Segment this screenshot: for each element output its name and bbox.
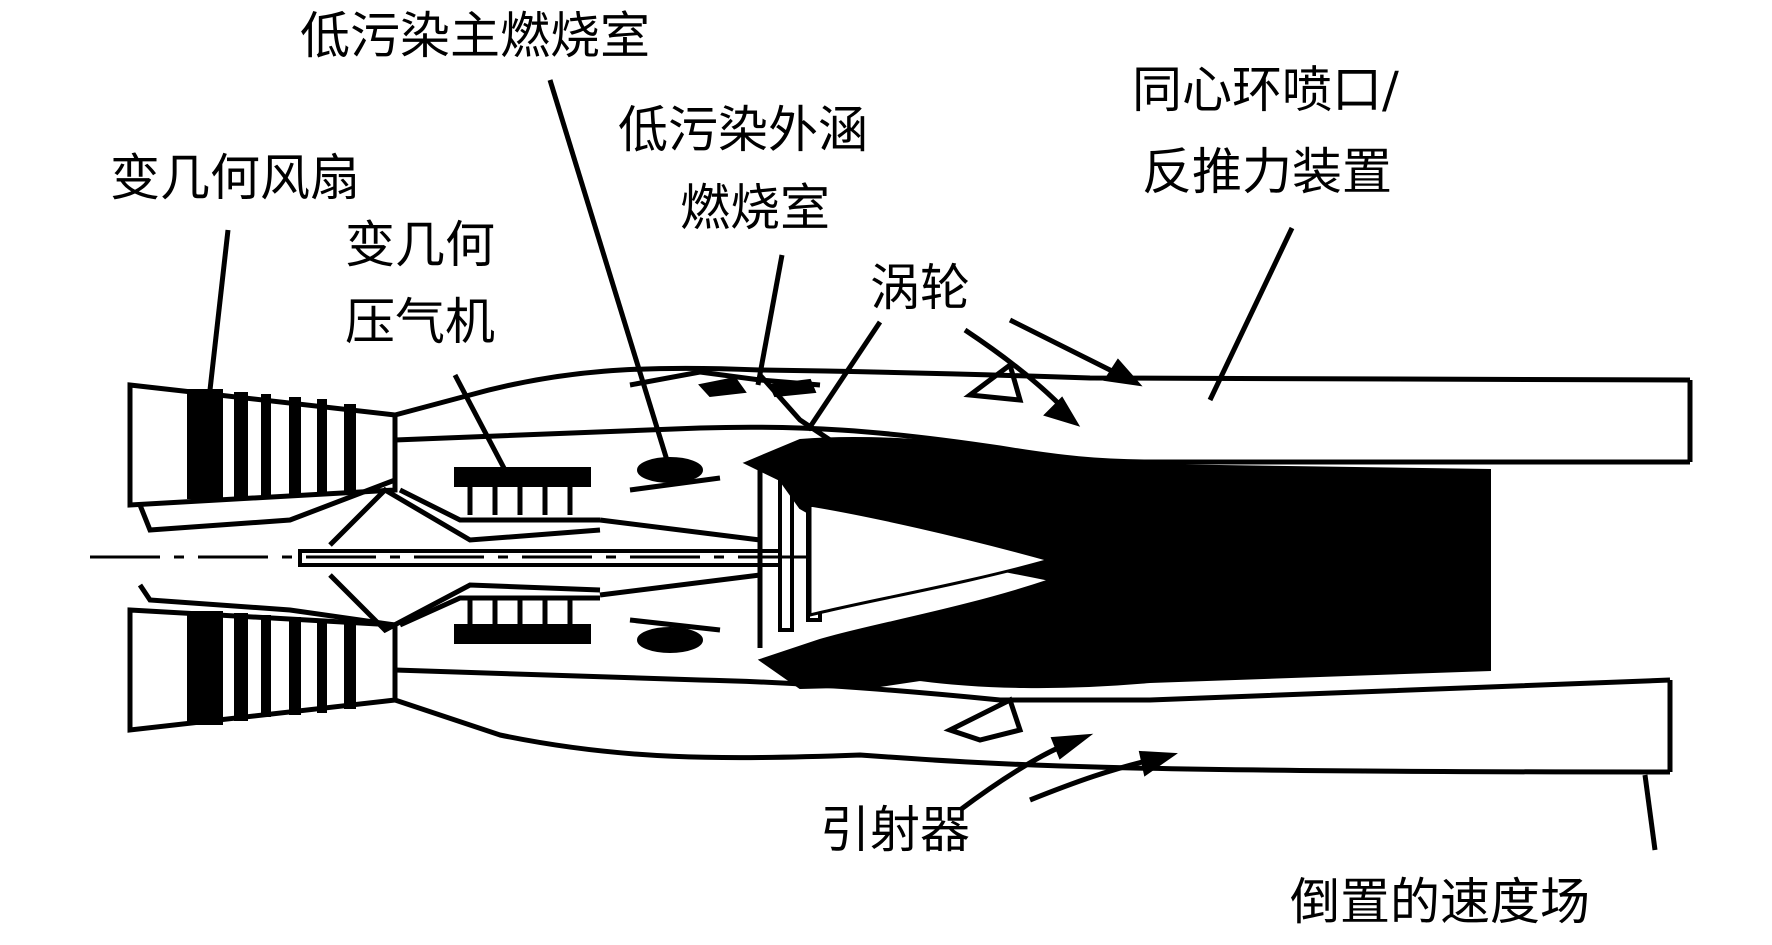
- compressor-lower: [398, 595, 600, 644]
- fan-hub-lower: [137, 583, 396, 628]
- lower-ejector-flap: [943, 696, 1024, 743]
- arrow-turbine-upper: [1008, 317, 1143, 387]
- compressor-strut-lower: [328, 573, 601, 634]
- label-variable-geometry-compressor-line1: 变几何: [345, 216, 495, 274]
- compressor-upper: [398, 467, 600, 523]
- fan-lower: [127, 607, 398, 733]
- bypass-duct-lower: [394, 667, 1671, 703]
- leader-compressor: [452, 373, 508, 472]
- label-turbine: 涡轮: [870, 259, 970, 317]
- leader-turbine: [805, 320, 883, 432]
- label-variable-geometry-fan: 变几何风扇: [110, 149, 360, 207]
- label-concentric-nozzle-line2: 反推力装置: [1142, 143, 1392, 201]
- label-ejector: 引射器: [820, 801, 970, 859]
- outer-casing-lower: [394, 697, 1671, 775]
- compressor-strut-upper: [328, 486, 601, 547]
- label-concentric-nozzle-line1: 同心环喷口/: [1132, 61, 1399, 119]
- upper-ejector-flap: [963, 360, 1024, 403]
- bypass-combustor-upper: [629, 369, 832, 443]
- leader-bypass-combustor: [755, 254, 785, 386]
- arrow-ejector-upper: [958, 733, 1094, 813]
- leader-variable-geometry-fan: [207, 229, 231, 391]
- label-bypass-combustor-line1: 低污染外涵: [618, 101, 868, 159]
- label-inverted-velocity-profile: 倒置的速度场: [1290, 873, 1590, 931]
- fan-upper: [127, 382, 398, 508]
- label-low-pollution-main-combustor: 低污染主燃烧室: [300, 7, 650, 65]
- exhaust-centerbody: [808, 503, 1056, 617]
- leader-inverted-velocity: [1642, 774, 1658, 851]
- arrow-turbine-lower: [963, 327, 1081, 427]
- leader-nozzle: [1207, 226, 1295, 402]
- label-variable-geometry-compressor-line2: 压气机: [345, 293, 495, 351]
- main-combustor: [599, 457, 761, 653]
- leader-main-combustor: [547, 79, 673, 471]
- fan-hub-upper: [137, 477, 396, 533]
- label-bypass-combustor-line2: 燃烧室: [680, 179, 830, 237]
- arrow-ejector-lower: [1029, 750, 1178, 803]
